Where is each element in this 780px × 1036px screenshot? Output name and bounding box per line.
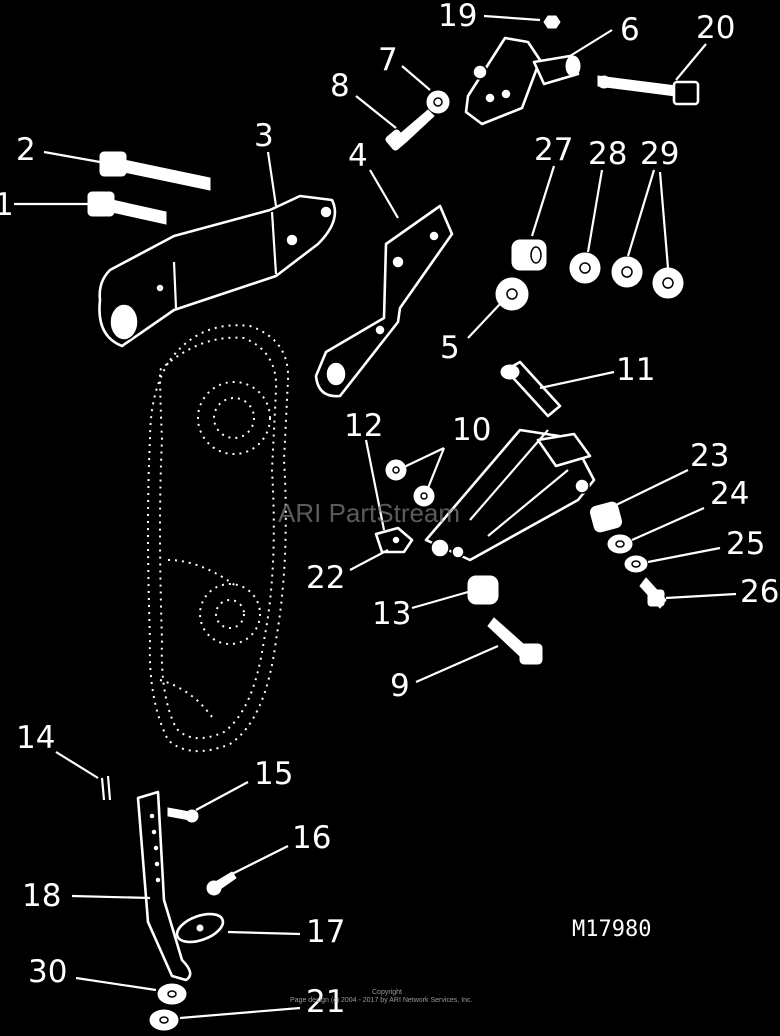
copyright-line: Page design (c) 2004 - 2017 by ARI Netwo… [290,997,473,1004]
part-27-bushing[interactable] [511,239,547,271]
part-10-nut-a[interactable] [385,459,407,481]
label-13: 13 [372,596,411,632]
label-2: 2 [16,132,36,168]
part-9-bolt[interactable] [487,617,543,665]
part-11-idler-arm[interactable] [424,360,596,562]
part-15-screw[interactable] [167,807,199,823]
part-2-bolt[interactable] [99,151,211,191]
label-26: 26 [740,574,779,610]
part-4-plate[interactable] [314,204,454,398]
label-16: 16 [292,820,331,856]
part-21-nut[interactable] [149,1009,179,1031]
label-17: 17 [306,914,345,950]
part-3-arm[interactable] [98,194,337,348]
part-30-nut[interactable] [157,983,187,1005]
drive-chain[interactable] [147,324,290,753]
part-7-nut[interactable] [426,90,450,114]
label-20: 20 [696,10,735,46]
part-23-bushing[interactable] [589,501,623,533]
label-1: 1 [0,187,14,223]
part-8-bolt[interactable] [385,109,435,151]
label-12: 12 [344,408,383,444]
label-6: 6 [620,12,640,48]
leader-lines [14,14,737,1020]
label-3: 3 [254,118,274,154]
label-7: 7 [378,42,398,78]
part-29-nut-b[interactable] [652,267,684,299]
part-10-nut-b[interactable] [413,485,435,507]
part-16-bolt[interactable] [206,871,237,896]
label-4: 4 [348,138,368,174]
part-20-bolt[interactable] [597,75,700,106]
label-9: 9 [390,668,410,704]
label-5: 5 [440,330,460,366]
label-21: 21 [306,984,345,1020]
copyright-title: Copyright [372,989,402,996]
label-24: 24 [710,476,749,512]
watermark: ARI PartStream [278,498,460,528]
label-28: 28 [588,136,627,172]
figure-code: M17980 [572,917,651,942]
part-18-scraper[interactable] [136,790,192,982]
label-22: 22 [306,560,345,596]
part-17-washer[interactable] [173,909,226,948]
label-30: 30 [28,954,67,990]
part-24-washer[interactable] [607,534,633,554]
label-19: 19 [438,0,477,34]
part-25-washer[interactable] [624,555,648,573]
label-14: 14 [16,720,55,756]
part-14-clip[interactable] [100,775,112,801]
label-27: 27 [534,132,573,168]
part-19-nut[interactable] [543,15,561,29]
label-23: 23 [690,438,729,474]
label-10: 10 [452,412,491,448]
label-25: 25 [726,526,765,562]
label-11: 11 [616,352,655,388]
part-13-bushing[interactable] [467,575,499,605]
part-22-clip[interactable] [374,526,414,554]
part-5-nut[interactable] [495,277,529,311]
label-8: 8 [330,68,350,104]
part-1-bolt[interactable] [87,191,167,225]
part-6-bracket[interactable] [464,36,581,126]
part-29-nut-a[interactable] [611,256,643,288]
part-28-nut[interactable] [569,252,601,284]
label-15: 15 [254,756,293,792]
label-18: 18 [22,878,61,914]
label-29: 29 [640,136,679,172]
part-26-bolt[interactable] [639,577,667,609]
